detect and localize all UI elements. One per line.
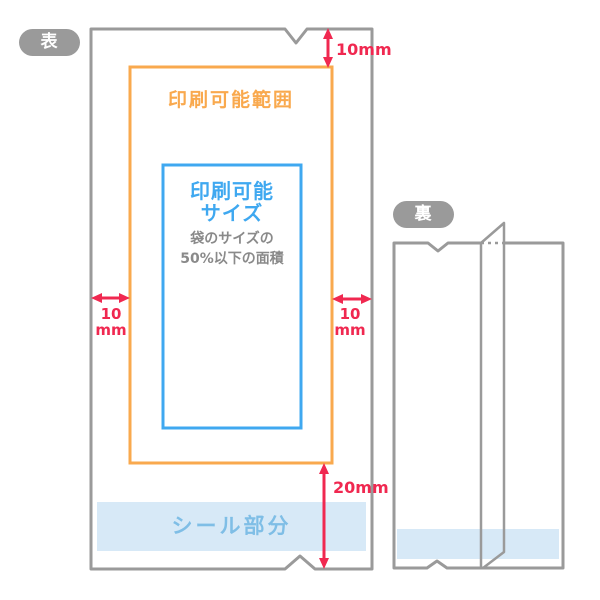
printable-size-title: 印刷可能 サイズ — [163, 180, 301, 224]
dim-label-left-unit: mm — [95, 321, 127, 339]
dim-label-right-value: 10 — [339, 305, 361, 323]
dim-arrow-bottom-icon — [319, 463, 329, 569]
printable-size-title-line2: サイズ — [200, 201, 264, 225]
printable-size-note-line1: 袋のサイズの — [190, 231, 274, 247]
dim-label-right: 10 mm — [331, 306, 369, 338]
front-seal-band — [97, 502, 366, 551]
printable-size-note: 袋のサイズの 50%以下の面積 — [157, 229, 307, 269]
printable-size-note-line2: 50%以下の面積 — [180, 251, 284, 267]
printable-range-label: 印刷可能範囲 — [167, 89, 294, 111]
dim-label-left: 10 mm — [92, 306, 130, 338]
front-badge: 表 — [19, 29, 80, 56]
dim-label-bottom: 20mm — [333, 478, 389, 497]
dim-arrow-right-icon — [332, 294, 372, 304]
back-badge: 裏 — [393, 201, 454, 228]
front-seal-label: シール部分 — [171, 514, 292, 538]
back-bag-outline — [392, 241, 565, 570]
dim-arrow-top-icon — [323, 28, 333, 68]
back-seal-band — [397, 529, 559, 559]
dim-arrow-left-icon — [91, 293, 130, 303]
printable-size-title-line1: 印刷可能 — [190, 179, 274, 203]
back-seam-flap — [480, 221, 506, 569]
dim-label-top: 10mm — [336, 40, 392, 59]
printable-size-rect — [161, 163, 303, 430]
dim-label-right-unit: mm — [334, 321, 366, 339]
dim-label-left-value: 10 — [100, 305, 122, 323]
printable-range-rect — [128, 65, 334, 465]
